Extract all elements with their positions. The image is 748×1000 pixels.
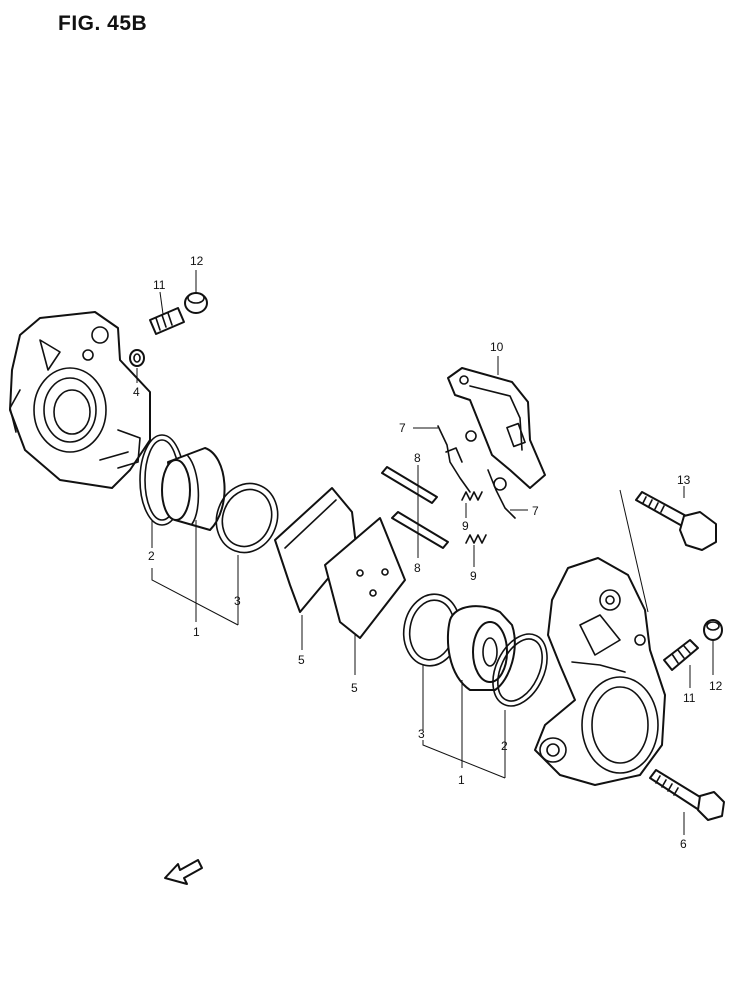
figure-title: FIG. 45B <box>58 12 148 35</box>
callout-5-right: 5 <box>351 681 358 695</box>
callout-2-left: 2 <box>148 549 155 563</box>
callout-12-left: 12 <box>190 254 204 268</box>
brake-pad-right <box>324 517 406 639</box>
callout-3-right: 3 <box>418 727 425 741</box>
pad-clip-upper <box>437 425 471 493</box>
callout-7-lower: 7 <box>532 504 539 518</box>
bleeder-valve-left <box>149 307 185 335</box>
callout-4: 4 <box>133 385 140 399</box>
front-direction-arrow-icon <box>164 859 203 885</box>
pad-clip-lower <box>487 469 516 519</box>
callout-1-right: 1 <box>458 773 465 787</box>
callout-9-lower: 9 <box>470 569 477 583</box>
callout-7-upper: 7 <box>399 421 406 435</box>
callout-2-right: 2 <box>501 739 508 753</box>
callout-12-right: 12 <box>709 679 723 693</box>
callout-10: 10 <box>490 340 504 354</box>
pad-spring-lower <box>465 534 487 544</box>
pad-pin-upper <box>381 466 438 504</box>
right-caliper-body <box>534 557 666 786</box>
left-caliper-body <box>9 311 151 489</box>
callout-3-left: 3 <box>234 594 241 608</box>
piston-right <box>446 605 516 691</box>
callout-1-left: 1 <box>193 625 200 639</box>
callout-numbers: 12 11 4 2 3 1 5 5 7 8 8 9 9 7 10 13 3 1 … <box>133 254 723 851</box>
dust-seal-left <box>215 482 279 554</box>
callout-13: 13 <box>677 473 691 487</box>
piston-left <box>161 447 226 531</box>
callout-6: 6 <box>680 837 687 851</box>
caliper-bolt-6 <box>649 769 725 821</box>
callout-8-lower: 8 <box>414 561 421 575</box>
callout-11-right: 11 <box>683 691 696 705</box>
o-ring-small-left <box>129 349 145 367</box>
bleeder-cap-left <box>184 292 208 314</box>
callout-11-left: 11 <box>153 278 166 292</box>
piston-seal-right <box>492 633 548 707</box>
callout-5-left: 5 <box>298 653 305 667</box>
callout-9-upper: 9 <box>462 519 469 533</box>
pad-spring-upper <box>461 491 483 501</box>
mounting-bolt-13 <box>635 491 717 551</box>
bleeder-cap-right <box>703 619 723 641</box>
pad-support-plate <box>447 367 546 489</box>
pad-pin-lower <box>391 511 449 549</box>
bleeder-valve-right <box>663 639 699 671</box>
callout-8-upper: 8 <box>414 451 421 465</box>
leader-lines <box>136 270 714 835</box>
